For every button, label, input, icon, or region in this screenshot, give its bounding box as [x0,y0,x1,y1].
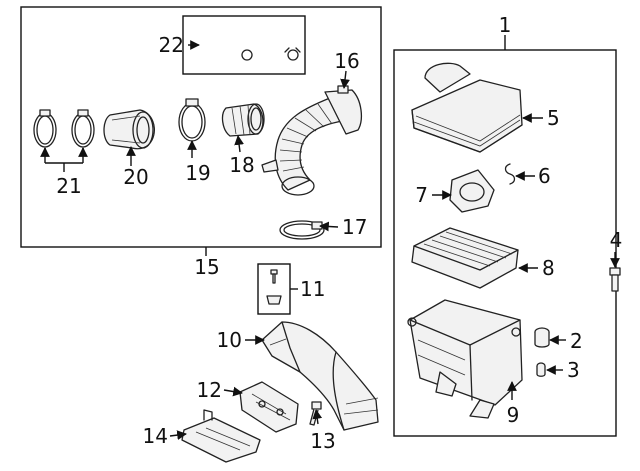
callout-5: 5 [547,106,560,130]
callout-19: 19 [185,161,210,185]
callout-17: 17 [342,215,367,239]
callout-8: 8 [542,256,555,280]
duct-coupler-part [221,103,265,137]
breather-hose-box [182,15,306,75]
clamp-part [178,98,206,142]
outlet-duct-part [261,321,379,431]
air-cleaner-cover-part [411,62,523,153]
bracket-part [239,381,299,433]
intake-hose-group-box [20,6,382,248]
hose-clamp-part [279,220,325,240]
callout-20: 20 [123,165,148,189]
callout-10: 10 [217,328,242,352]
callout-6: 6 [538,164,551,188]
leader-18 [234,135,244,153]
leader-14 [169,430,187,440]
callout-18: 18 [229,153,254,177]
air-filter-part [411,227,519,289]
leader-12 [223,386,243,397]
leader-21-bracket [44,148,84,164]
leader-17 [319,221,339,232]
callout-11: 11 [300,277,325,301]
intake-hose-part [261,85,363,196]
callout-21: 21 [56,174,81,198]
callout-16: 16 [334,49,359,73]
callout-9: 9 [507,403,520,427]
clip-part [504,163,516,185]
callout-4: 4 [610,228,623,252]
callout-3: 3 [567,358,580,382]
callout-14: 14 [143,424,168,448]
callout-2: 2 [570,329,583,353]
callout-13: 13 [310,429,335,453]
resonator-part [103,109,155,150]
callout-22: 22 [159,33,184,57]
callout-7: 7 [415,183,428,207]
callout-1: 1 [499,13,512,37]
screw-part [309,401,322,426]
callout-15: 15 [194,255,219,279]
inlet-duct-part [449,169,495,213]
bushing-part [536,362,546,377]
air-cleaner-body-part [407,299,523,419]
callout-12: 12 [197,378,222,402]
clamp-pair-part [33,109,95,148]
bolt-part [609,267,621,292]
leader-16 [340,70,350,89]
guide-plate-part [181,409,261,463]
breather-hose-part [195,32,301,61]
leader-13 [312,409,323,425]
grommet-part [534,327,550,348]
fastener-set-part [266,269,282,305]
